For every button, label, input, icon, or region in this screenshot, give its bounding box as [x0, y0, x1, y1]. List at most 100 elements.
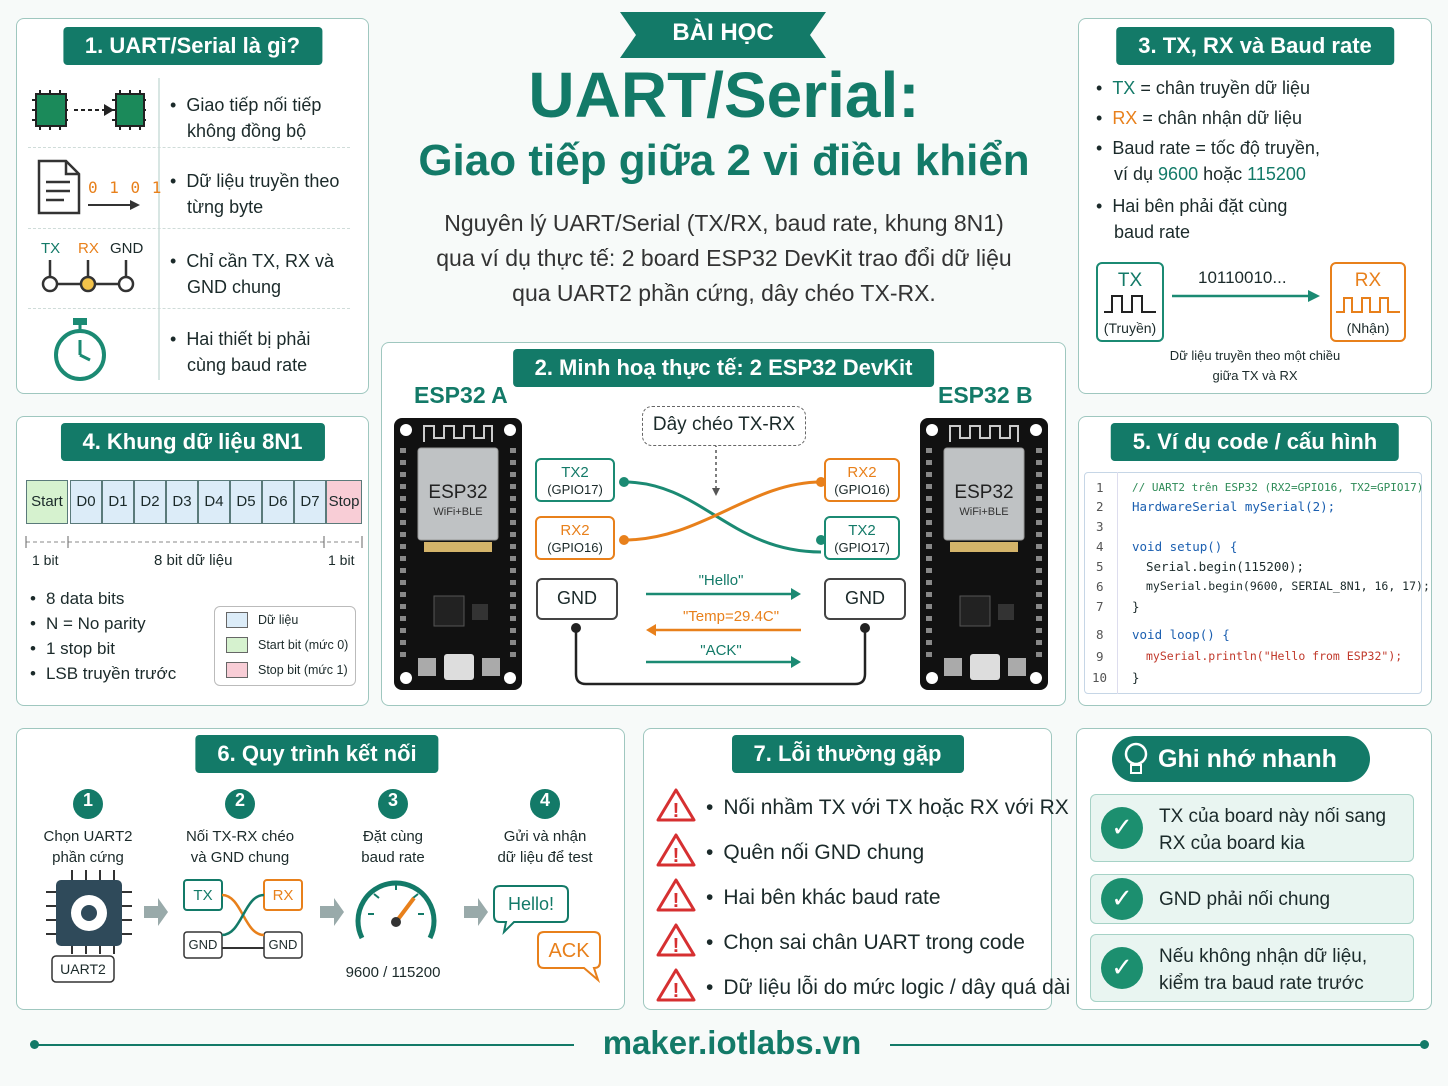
memo-text: Nếu không nhận dữ liệu,kiểm tra baud rat… [1159, 946, 1368, 994]
divider [158, 78, 160, 380]
line-number: 8 [1096, 627, 1104, 642]
board-b-label: ESP32 B [938, 382, 1033, 408]
arrow-right-icon [1172, 290, 1320, 302]
line-number: 2 [1096, 499, 1104, 514]
description-line-3: qua UART2 phần cứng, dây chéo TX-RX. [512, 280, 936, 306]
three-wire-icon [41, 260, 135, 293]
hello-bubble: Hello! [507, 894, 555, 914]
code-line: HardwareSerial mySerial(2); [1132, 499, 1336, 514]
line-number: 5 [1096, 559, 1104, 574]
section-title: 6. Quy trình kết nối [195, 735, 439, 773]
chip-to-chip-icon [32, 90, 146, 130]
line-number: 1 [1096, 480, 1104, 495]
step-graphics [46, 789, 601, 984]
rx-definition: RX = chân nhận dữ liệu [1096, 108, 1302, 129]
error-item: Dữ liệu lỗi do mức logic / dây quá dài [706, 976, 1070, 1000]
start-bit-span: 1 bit [32, 552, 59, 568]
pin-tx2-a: TX2(GPIO17) [535, 458, 615, 502]
svg-text:!: ! [673, 890, 680, 912]
pin-rx2-a: RX2(GPIO16) [535, 516, 615, 560]
stop-bit-span: 1 bit [328, 552, 355, 568]
section-connection-steps: 6. Quy trình kết nối [16, 728, 625, 1010]
section-title: 7. Lỗi thường gặp [731, 735, 964, 773]
footer-rule [34, 1044, 574, 1046]
section-title: 4. Khung dữ liệu 8N1 [60, 423, 325, 461]
step-number: 4 [539, 790, 550, 810]
svg-text:!: ! [673, 980, 680, 1002]
section-title: 3. TX, RX và Baud rate [1116, 27, 1394, 65]
code-line: Serial.begin(115200); [1146, 559, 1305, 574]
step-number: 3 [387, 790, 398, 810]
frame-data-bit: D7 [294, 480, 326, 524]
frame-data-bit: D2 [134, 480, 166, 524]
footer-website: maker.iotlabs.vn [602, 1024, 862, 1061]
svg-text:!: ! [673, 935, 680, 957]
chip-sub-label: WiFi+BLE [959, 506, 1009, 518]
legend-swatch [226, 637, 248, 653]
tx-box [1096, 262, 1164, 342]
line-number: 9 [1096, 649, 1104, 664]
square-wave-icon [1336, 297, 1400, 313]
memo-text: GND phải nối chung [1159, 889, 1331, 910]
gnd-label: GND [268, 937, 298, 952]
data-stream: 10110010... [1198, 268, 1287, 287]
memo-card: ✓ GND phải nối chung [1090, 874, 1414, 924]
frame-data-bit: D4 [198, 480, 230, 524]
frame-data-bit: D3 [166, 480, 198, 524]
frame-stop-bit: Stop [326, 480, 362, 524]
baud-example: ví dụ 9600 hoặc 115200 [1114, 164, 1306, 184]
line-number: 3 [1096, 519, 1104, 534]
rx-box-label: RX [1354, 270, 1382, 291]
section-title: 5. Ví dụ code / cấu hình [1110, 423, 1400, 461]
line-number: 10 [1092, 670, 1108, 685]
message-temp: "Temp=29.4C" [682, 608, 780, 625]
frame-data-bit: D0 [70, 480, 102, 524]
chip-label: ESP32 [954, 482, 1014, 503]
legend-swatch [226, 612, 248, 628]
lesson-badge: BÀI HỌC [672, 19, 774, 46]
data-bit-span: 8 bit dữ liệu [154, 552, 233, 569]
code-line: mySerial.begin(9600, SERIAL_8N1, 16, 17)… [1146, 579, 1430, 593]
legend-label: Dữ liệu [258, 613, 299, 627]
frame-data-bit: D5 [230, 480, 262, 524]
divider [28, 228, 350, 229]
legend-swatch [226, 662, 248, 678]
footer-dot [30, 1040, 39, 1049]
pin-tx2-b: TX2(GPIO17) [824, 516, 900, 560]
svg-text:!: ! [673, 800, 680, 822]
code-line: void setup() { [1132, 539, 1238, 554]
legend-label: Stop bit (mức 1) [258, 663, 348, 677]
rx-box [1330, 262, 1406, 342]
frame-data-bit: D6 [262, 480, 294, 524]
uart2-label: UART2 [60, 961, 106, 977]
baud-definition: Baud rate = tốc độ truyền, [1096, 138, 1320, 159]
message-ack: "ACK" [700, 642, 742, 659]
same-baud-note-2: baud rate [1114, 222, 1191, 242]
document-icon [37, 159, 81, 215]
error-item: Nối nhầm TX với TX hoặc RX với RX [706, 796, 1068, 820]
wiring-diagram [571, 444, 870, 686]
description-line-1: Nguyên lý UART/Serial (TX/RX, baud rate,… [444, 210, 1004, 236]
frame-item: LSB truyền trước [30, 664, 176, 684]
direction-note: Dữ liệu truyền theo một chiều [1169, 348, 1341, 363]
section-title: 2. Minh hoạ thực tế: 2 ESP32 DevKit [512, 349, 935, 387]
check-icon: ✓ [1101, 878, 1143, 920]
badge-ribbon [620, 12, 826, 58]
gnd-label: GND [188, 937, 218, 952]
line-number: 6 [1096, 579, 1104, 594]
lightbulb-icon [1124, 742, 1148, 774]
board-a-label: ESP32 A [414, 382, 508, 408]
code-line: // UART2 trên ESP32 (RX2=GPIO16, TX2=GPI… [1132, 481, 1424, 494]
code-line: void loop() { [1132, 627, 1230, 642]
cross-wire-label: Dây chéo TX-RX [652, 414, 796, 435]
pin-gnd-b: GND [824, 578, 906, 620]
footer-dot [1420, 1040, 1429, 1049]
frame-item: 8 data bits [30, 589, 124, 609]
square-wave-icon [1104, 295, 1156, 313]
frame-item: N = No parity [30, 614, 146, 634]
